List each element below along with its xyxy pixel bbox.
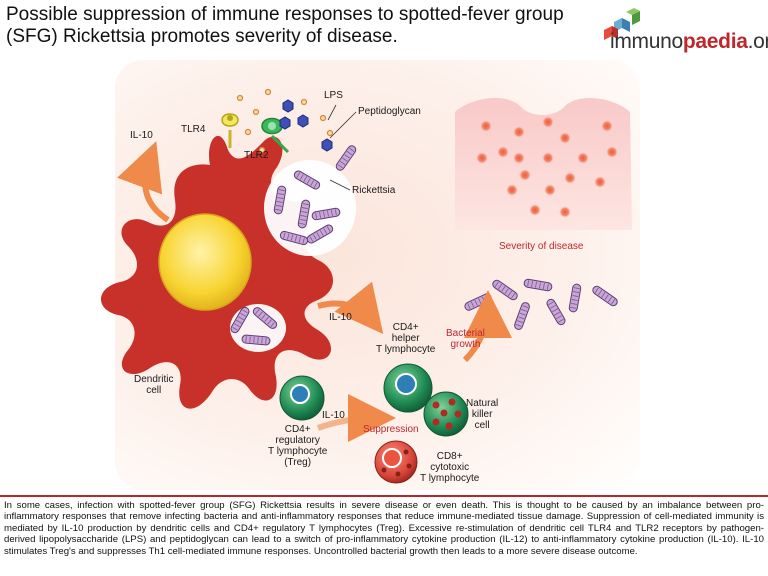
cd8-line-2: cytotoxic — [430, 462, 470, 473]
cd4-helper-cell-icon — [383, 363, 433, 413]
page-title: Possible suppression of immune responses… — [6, 4, 564, 47]
lps-label: LPS — [324, 90, 343, 101]
treg-line-3: T lymphocyte — [268, 446, 328, 457]
treg-label: CD4+ regulatory T lymphocyte (Treg) — [268, 424, 327, 468]
lps-molecule-icon — [236, 88, 334, 154]
dendritic-cell-line-2: cell — [146, 385, 162, 396]
logo-accent: paedia — [682, 30, 748, 53]
tlr2-label: TLR2 — [244, 150, 269, 161]
cd4-helper-line-1: CD4+ — [392, 322, 419, 333]
human-torso-rash-icon — [455, 98, 632, 231]
nk-cell-line-1: Natural — [466, 398, 499, 409]
cd4-helper-line-3: T lymphocyte — [376, 344, 436, 355]
logo-suffix: .org — [747, 30, 768, 53]
rickettsia-label: Rickettsia — [352, 185, 396, 196]
bacterial-growth-arrow — [462, 290, 512, 363]
treg-line-4: (Treg) — [284, 457, 312, 468]
immunopaedia-logo-icon — [604, 8, 640, 40]
bacterial-growth-label: Bacterial growth — [446, 328, 485, 350]
bacterial-growth-line-1: Bacterial — [446, 328, 485, 339]
peptidoglycan-molecule-icon — [279, 99, 333, 152]
cd8-line-3: T lymphocyte — [420, 473, 480, 484]
figure-caption: In some cases, infection with spotted-fe… — [0, 495, 768, 576]
treg-cell-icon — [279, 375, 325, 421]
severity-label: Severity of disease — [499, 241, 584, 252]
treg-line-1: CD4+ — [284, 424, 311, 435]
peptidoglycan-label: Peptidoglycan — [358, 106, 421, 117]
nk-cell-line-3: cell — [474, 420, 490, 431]
il10-top-arrow — [117, 141, 170, 223]
cd4-helper-line-2: helper — [391, 333, 420, 344]
dendritic-cell-label: Dendritic cell — [134, 374, 173, 396]
dendritic-cell-icon — [100, 135, 356, 409]
logo-prefix: immuno — [610, 30, 683, 53]
logo-text: immunopaedia.org — [610, 30, 768, 54]
tlr4-receptor-icon — [221, 113, 239, 148]
il10-low-label: IL-10 — [322, 410, 345, 421]
cd8-line-1: CD8+ — [436, 451, 463, 462]
dendritic-cell-line-1: Dendritic — [134, 374, 174, 385]
nk-cell-icon — [423, 391, 469, 437]
nk-cell-line-2: killer — [471, 409, 493, 420]
nk-cell-label: Natural killer cell — [466, 398, 498, 431]
suppression-label: Suppression — [363, 424, 419, 435]
treg-line-2: regulatory — [275, 435, 320, 446]
il10-low-arrow — [316, 394, 396, 443]
cd4-helper-label: CD4+ helper T lymphocyte — [376, 322, 435, 355]
il10-mid-label: IL-10 — [329, 312, 352, 323]
cd8-cell-icon — [374, 440, 418, 484]
il10-mid-arrow — [317, 281, 384, 335]
tlr4-label: TLR4 — [181, 124, 206, 135]
il10-top-label: IL-10 — [130, 130, 153, 141]
cd8-label: CD8+ cytotoxic T lymphocyte — [420, 451, 479, 484]
bacterial-growth-line-2: growth — [450, 339, 481, 350]
